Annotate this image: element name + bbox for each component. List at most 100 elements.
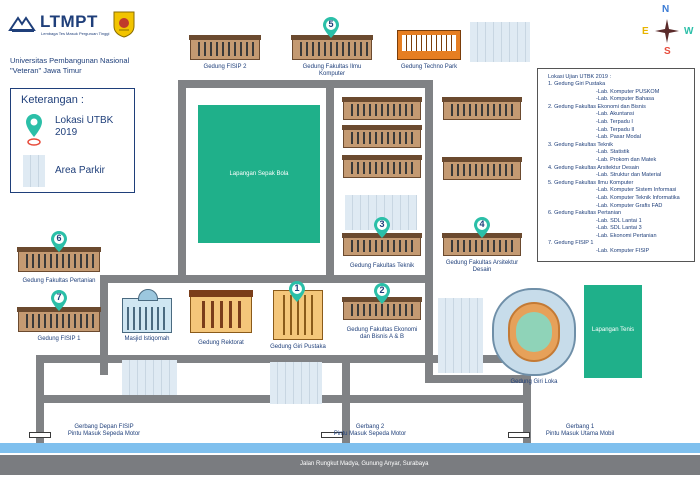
info-box-line: -Lab. Komputer Teknik Informatika [596, 194, 680, 201]
road-west-vertical [100, 275, 108, 375]
road-top-horizontal [178, 80, 433, 88]
info-box-line: 5. Gedung Fakultas Ilmu Komputer [548, 179, 634, 186]
info-box-line: 7. Gedung FISIP 1 [548, 240, 594, 247]
road-center-vertical [326, 80, 334, 280]
parking-area [438, 298, 483, 373]
compass-rose-icon [655, 19, 679, 43]
location-pin-7-icon [51, 290, 67, 311]
info-box-line: -Lab. Terpadu I [596, 118, 633, 125]
pin-number-3: 3 [379, 219, 385, 229]
tennis-court-label: Lapangan Tenis [591, 327, 635, 333]
info-box-line: -Lab. Pasar Modal [596, 134, 641, 141]
location-pin-2-icon [374, 283, 390, 304]
building-techno-park [397, 30, 461, 60]
legend-location-label-2: 2019 [55, 127, 78, 138]
football-field: Lapangan Sepak Bola [198, 105, 320, 243]
building-ilkom [291, 35, 373, 60]
info-box-line: -Lab. Akuntansi [596, 111, 634, 118]
legend-box: Keterangan : Lokasi UTBK 2019 Area Parki… [10, 88, 135, 193]
road-right-vertical [425, 80, 433, 380]
info-box-line: -Lab. Komputer Sistem Informasi [596, 187, 677, 194]
info-box-line: -Lab. Terpadu II [596, 126, 635, 133]
building-fisip1 [17, 307, 101, 332]
info-box-line: -Lab. Prokom dan Matek [596, 156, 657, 163]
legend-title: Keterangan : [21, 94, 84, 106]
road-stadium-horizontal [425, 375, 531, 383]
location-pin-5-icon [323, 17, 339, 38]
info-box-line: -Lab. SDL Lantai 3 [596, 225, 642, 232]
location-pin-1-icon [289, 281, 305, 302]
label-techno-park: Gedung Techno Park [400, 64, 458, 70]
compass-s: S [664, 46, 671, 57]
road-left-vertical [178, 80, 186, 280]
gate-1 [508, 432, 530, 438]
location-pin-3-icon [374, 217, 390, 238]
label-fisip1: Gedung FISIP 1 [37, 336, 81, 342]
parking-area [270, 362, 322, 404]
info-box-line: 1. Gedung Giri Pustaka [548, 81, 606, 87]
pin-number-2: 2 [379, 285, 385, 295]
info-box-line: -Lab. Komputer PUSKOM [596, 88, 660, 95]
tennis-court: Lapangan Tenis [584, 285, 642, 378]
parking-area [470, 22, 530, 62]
info-box-line: 3. Gedung Fakultas Teknik [548, 141, 614, 148]
street-label: Jalan Rungkut Madya, Gunung Anyar, Surab… [300, 461, 429, 467]
building [342, 97, 422, 120]
label-gate2-1: Gerbang 2 [355, 424, 385, 430]
info-box-line: 4. Gedung Fakultas Arsitektur Desain [548, 164, 640, 171]
label-gate1-1: Gerbang 1 [565, 424, 595, 430]
label-ekonomi-2: dan Bisnis A & B [359, 334, 405, 340]
university-line2: "Veteran" Jawa Timur [10, 66, 82, 75]
parking-legend-icon [23, 155, 45, 187]
building-masjid [122, 289, 172, 333]
university-line1: Universitas Pembangunan Nasional [10, 56, 130, 65]
info-box-title: Lokasi Ujian UTBK 2019 : [548, 74, 611, 80]
label-gate1-2: Pintu Masuk Utama Mobil [545, 431, 615, 437]
info-box-line: -Lab. Struktur dan Material [596, 172, 662, 179]
info-box-line: -Lab. Ekonomi Pertanian [596, 232, 657, 239]
compass: N E W S [640, 4, 696, 60]
building-rektorat [189, 290, 253, 333]
label-ilkom-1: Gedung Fakultas Ilmu [302, 64, 362, 70]
location-pin-6-icon [51, 231, 67, 252]
gate-2 [321, 432, 343, 438]
compass-n: N [662, 4, 670, 15]
road-far-west-vertical [36, 355, 44, 445]
label-gate-fisip-2: Pintu Masuk Sepeda Motor [67, 431, 141, 437]
label-gate-fisip-1: Gerbang Depan FISIP [74, 424, 134, 430]
info-box: Lokasi Ujian UTBK 2019 : 1. Gedung Giri … [537, 68, 695, 262]
road-gate1-vertical [523, 355, 531, 445]
pin-number-5: 5 [328, 19, 334, 29]
river [0, 443, 700, 453]
info-box-line: -Lab. Komputer Grafis FAD [596, 202, 663, 209]
road-gate2-vertical [342, 355, 350, 445]
ltmpt-logo-text: LTMPT [40, 12, 98, 31]
legend-location-label-1: Lokasi UTBK [55, 115, 114, 126]
compass-w: W [684, 26, 694, 37]
info-box-line: -Lab. Komputer Bahasa [596, 96, 655, 103]
building-giri-loka [492, 288, 576, 376]
ltmpt-emblem-icon [8, 16, 36, 32]
location-pin-4-icon [474, 217, 490, 238]
label-gate2-2: Pintu Masuk Sepeda Motor [333, 431, 407, 437]
building [442, 157, 522, 180]
building-fisip2 [189, 35, 261, 60]
label-giri-loka: Gedung Giri Loka [510, 379, 558, 385]
info-box-line: 6. Gedung Fakultas Pertanian [548, 210, 622, 217]
pin-number-4: 4 [479, 219, 485, 229]
info-box-line: -Lab. Komputer FISIP [596, 248, 650, 255]
road-middle-horizontal [100, 275, 433, 283]
label-ekonomi-1: Gedung Fakultas Ekonomi [346, 327, 418, 333]
building [342, 155, 422, 178]
label-giri-pustaka: Gedung Giri Pustaka [270, 344, 326, 350]
road-lower-horizontal [36, 355, 531, 363]
label-rektorat: Gedung Rektorat [198, 340, 244, 346]
pin-number-6: 6 [56, 233, 62, 243]
football-field-label: Lapangan Sepak Bola [229, 171, 289, 177]
legend-parking-label: Area Parkir [55, 165, 106, 176]
parking-area [122, 360, 177, 395]
label-pertanian: Gedung Fakultas Pertanian [22, 278, 96, 284]
label-ilkom-2: Komputer [318, 71, 345, 77]
label-arsitektur-1: Gedung Fakultas Arsitektur [445, 260, 519, 266]
main-street [0, 455, 700, 475]
